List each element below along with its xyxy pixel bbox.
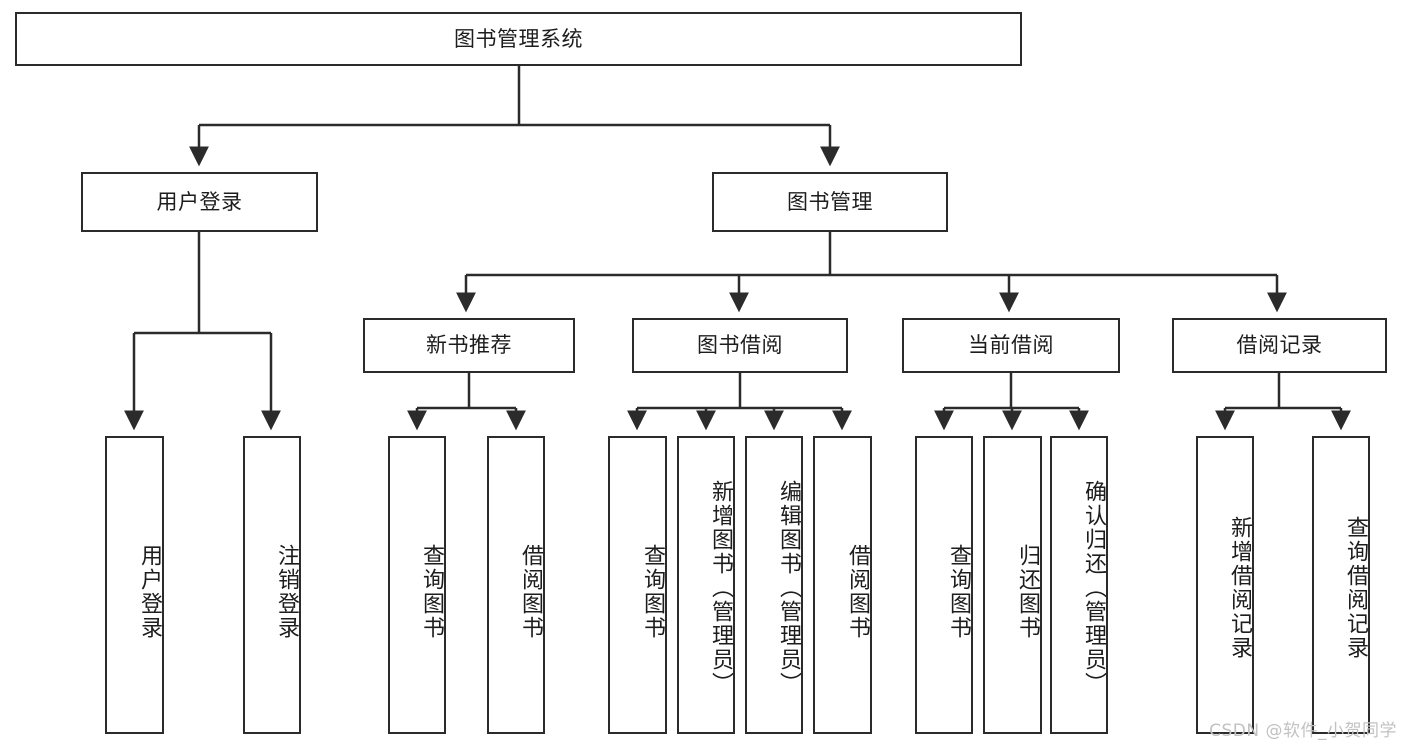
leaf-add-borrow-record-label: 新增借阅记录 bbox=[1227, 516, 1252, 660]
leaf-query-book-current[interactable]: 查询图书 bbox=[915, 436, 973, 734]
node-current-borrow-label: 当前借阅 bbox=[968, 333, 1054, 358]
leaf-query-book-current-label: 查询图书 bbox=[946, 544, 971, 640]
leaf-edit-book-admin-label: 编辑图书（管理员） bbox=[776, 480, 801, 696]
leaf-return-book[interactable]: 归还图书 bbox=[983, 436, 1042, 734]
node-user-login-label: 用户登录 bbox=[156, 189, 243, 214]
node-book-manage-label: 图书管理 bbox=[787, 189, 873, 214]
node-book-borrow-label: 图书借阅 bbox=[697, 333, 783, 358]
leaf-edit-book-admin[interactable]: 编辑图书（管理员） bbox=[745, 436, 803, 734]
leaf-logout-label: 注销登录 bbox=[274, 544, 299, 640]
node-current-borrow[interactable]: 当前借阅 bbox=[902, 318, 1120, 373]
leaf-borrow-book-recommend[interactable]: 借阅图书 bbox=[487, 436, 545, 734]
csdn-watermark: CSDN @软件_小贺同学 bbox=[1209, 721, 1397, 741]
leaf-add-borrow-record[interactable]: 新增借阅记录 bbox=[1196, 436, 1254, 734]
leaf-add-book-admin-label: 新增图书（管理员） bbox=[708, 480, 733, 696]
leaf-query-book-recommend[interactable]: 查询图书 bbox=[388, 436, 446, 734]
leaf-user-login[interactable]: 用户登录 bbox=[105, 436, 164, 734]
leaf-borrow-book-recommend-label: 借阅图书 bbox=[518, 544, 543, 640]
leaf-query-book-borrow[interactable]: 查询图书 bbox=[608, 436, 667, 734]
node-borrow-record-label: 借阅记录 bbox=[1236, 333, 1323, 358]
leaf-query-book-recommend-label: 查询图书 bbox=[419, 544, 444, 640]
node-borrow-record[interactable]: 借阅记录 bbox=[1172, 318, 1387, 373]
leaf-user-login-label: 用户登录 bbox=[137, 544, 162, 640]
leaf-logout[interactable]: 注销登录 bbox=[243, 436, 301, 734]
node-root-system-label: 图书管理系统 bbox=[454, 26, 583, 51]
node-new-book-recommend[interactable]: 新书推荐 bbox=[363, 318, 575, 373]
leaf-query-book-borrow-label: 查询图书 bbox=[640, 544, 665, 640]
leaf-borrow-book[interactable]: 借阅图书 bbox=[813, 436, 872, 734]
node-root-system[interactable]: 图书管理系统 bbox=[15, 12, 1022, 66]
leaf-confirm-return-admin[interactable]: 确认归还（管理员） bbox=[1050, 436, 1108, 734]
leaf-borrow-book-label: 借阅图书 bbox=[845, 544, 870, 640]
leaf-add-book-admin[interactable]: 新增图书（管理员） bbox=[677, 436, 735, 734]
node-user-login[interactable]: 用户登录 bbox=[81, 172, 318, 232]
leaf-confirm-return-admin-label: 确认归还（管理员） bbox=[1081, 480, 1106, 696]
node-book-manage[interactable]: 图书管理 bbox=[712, 172, 948, 232]
leaf-query-borrow-record-label: 查询借阅记录 bbox=[1343, 516, 1368, 660]
node-new-book-recommend-label: 新书推荐 bbox=[426, 333, 512, 358]
leaf-return-book-label: 归还图书 bbox=[1015, 544, 1040, 640]
leaf-query-borrow-record[interactable]: 查询借阅记录 bbox=[1312, 436, 1370, 734]
node-book-borrow[interactable]: 图书借阅 bbox=[632, 318, 848, 373]
